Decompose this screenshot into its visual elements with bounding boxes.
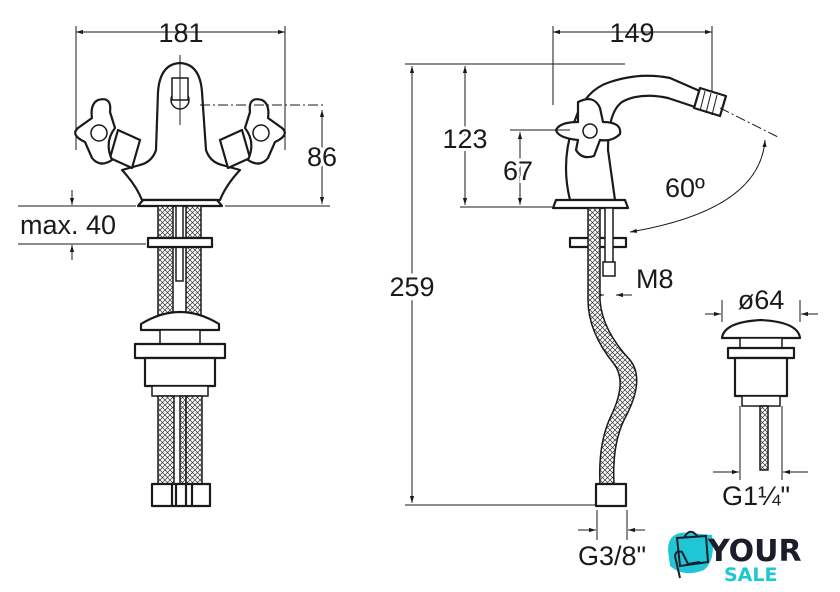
dim-total-height: 259 bbox=[389, 272, 434, 302]
dim-front-height: 86 bbox=[307, 142, 337, 172]
hose-left-lower bbox=[157, 395, 175, 485]
dim-spout-angle: 60º bbox=[665, 173, 705, 203]
right-handle-stem bbox=[218, 128, 252, 170]
dim-waste-diameter: ø64 bbox=[738, 285, 785, 315]
dim-handle-height: 67 bbox=[503, 156, 533, 186]
waste-body bbox=[143, 356, 217, 388]
fixing-nut-plate bbox=[146, 236, 214, 249]
bidet-nozzle bbox=[692, 86, 728, 118]
dim-waste-thread: G1¼" bbox=[722, 481, 790, 511]
waste-cap bbox=[720, 318, 802, 340]
waste-flange bbox=[133, 342, 227, 360]
waste-rod bbox=[759, 405, 769, 471]
logo-sale: SALE bbox=[724, 564, 777, 586]
side-view: 149 60º 123 67 259 M8 G3/8" bbox=[385, 18, 781, 571]
hose-nuts bbox=[150, 482, 212, 508]
dim-side-height: 123 bbox=[442, 124, 487, 154]
popup-cap bbox=[139, 310, 221, 332]
side-base-plate bbox=[551, 198, 630, 210]
dim-hose-thread: G3/8" bbox=[578, 541, 646, 571]
waste-detail: ø64 G1¼" bbox=[705, 285, 818, 511]
hand-pointer-icon bbox=[673, 550, 701, 579]
base-plate bbox=[136, 198, 224, 208]
shopping-bag-icon bbox=[675, 530, 710, 568]
dim-max-thickness: max. 40 bbox=[20, 210, 116, 240]
hose-left-upper bbox=[157, 205, 174, 319]
dim-side-width: 149 bbox=[609, 18, 654, 48]
dim-thread-rod: M8 bbox=[636, 264, 674, 294]
left-handle-stem bbox=[108, 128, 142, 170]
side-hose-nut bbox=[594, 482, 628, 508]
yoursale-logo: YOUR SALE bbox=[668, 530, 802, 586]
waste-body-detail bbox=[733, 356, 789, 398]
dim-front-width: 181 bbox=[158, 18, 203, 48]
hose-right-upper bbox=[185, 205, 202, 319]
hose-right-lower bbox=[185, 395, 203, 485]
logo-your: YOUR bbox=[707, 534, 802, 569]
front-view: 181 86 max. 40 bbox=[18, 18, 340, 508]
